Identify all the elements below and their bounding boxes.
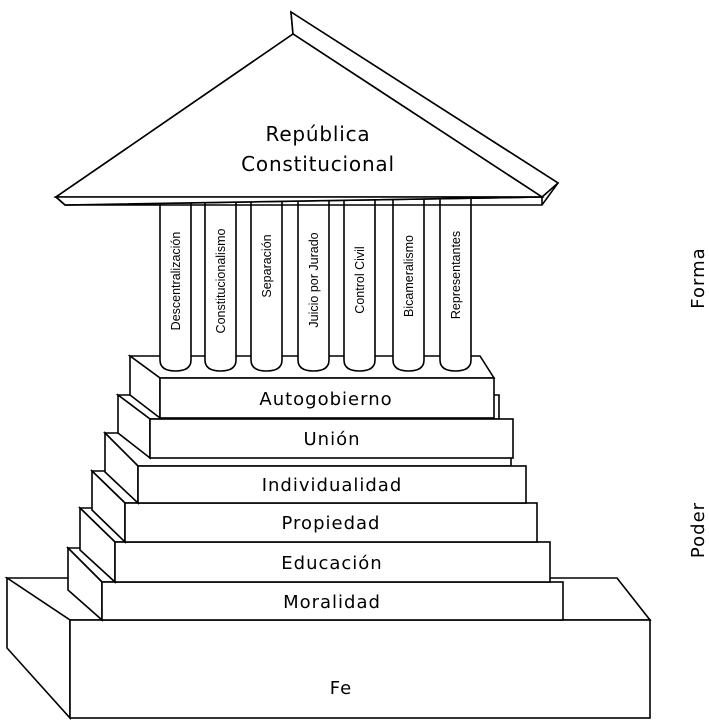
roof-title-line2: Constitucional: [241, 152, 395, 176]
column-separacion: Separación: [250, 189, 283, 372]
step-label-union: Unión: [303, 429, 360, 450]
column-descentralizacion: Descentralización: [159, 189, 192, 372]
column-constitucionalismo: Constitucionalismo: [204, 189, 237, 372]
side-label-forma: Forma: [688, 247, 709, 308]
column-label-constitucionalismo: Constitucionalismo: [214, 229, 228, 334]
roof-pediment: República Constitucional: [53, 10, 560, 206]
step-label-educacion: Educación: [281, 553, 382, 574]
step-moralidad-front: [101, 581, 564, 621]
foundation-label: Fe: [330, 678, 352, 699]
column-label-control-civil: Control Civil: [353, 246, 367, 313]
foundation-front-face: [69, 619, 651, 719]
step-label-individualidad: Individualidad: [262, 475, 403, 496]
column-bicameralismo: Bicameralismo: [392, 189, 425, 372]
column-juicio-por-jurado: Juicio por Jurado: [297, 189, 330, 372]
roof-lower-rim: [55, 182, 559, 206]
column-label-representantes: Representantes: [449, 231, 463, 319]
column-label-descentralizacion: Descentralización: [169, 232, 183, 331]
side-label-poder: Poder: [688, 502, 709, 558]
column-label-juicio-por-jurado: Juicio por Jurado: [307, 232, 321, 327]
step-union-front: [149, 418, 514, 459]
column-label-separacion: Separación: [260, 234, 274, 297]
step-label-autogobierno: Autogobierno: [259, 389, 392, 410]
column-representantes: Representantes: [439, 189, 472, 372]
column-label-bicameralismo: Bicameralismo: [402, 235, 416, 317]
step-individualidad-front: [137, 465, 527, 504]
step-label-propiedad: Propiedad: [282, 513, 381, 534]
step-autogobierno-front: [159, 377, 495, 419]
roof-title-line1: República: [266, 122, 371, 146]
step-label-moralidad: Moralidad: [283, 592, 381, 613]
column-control-civil: Control Civil: [343, 189, 376, 372]
columns: Descentralización Constitucionalismo Sep…: [159, 189, 472, 372]
